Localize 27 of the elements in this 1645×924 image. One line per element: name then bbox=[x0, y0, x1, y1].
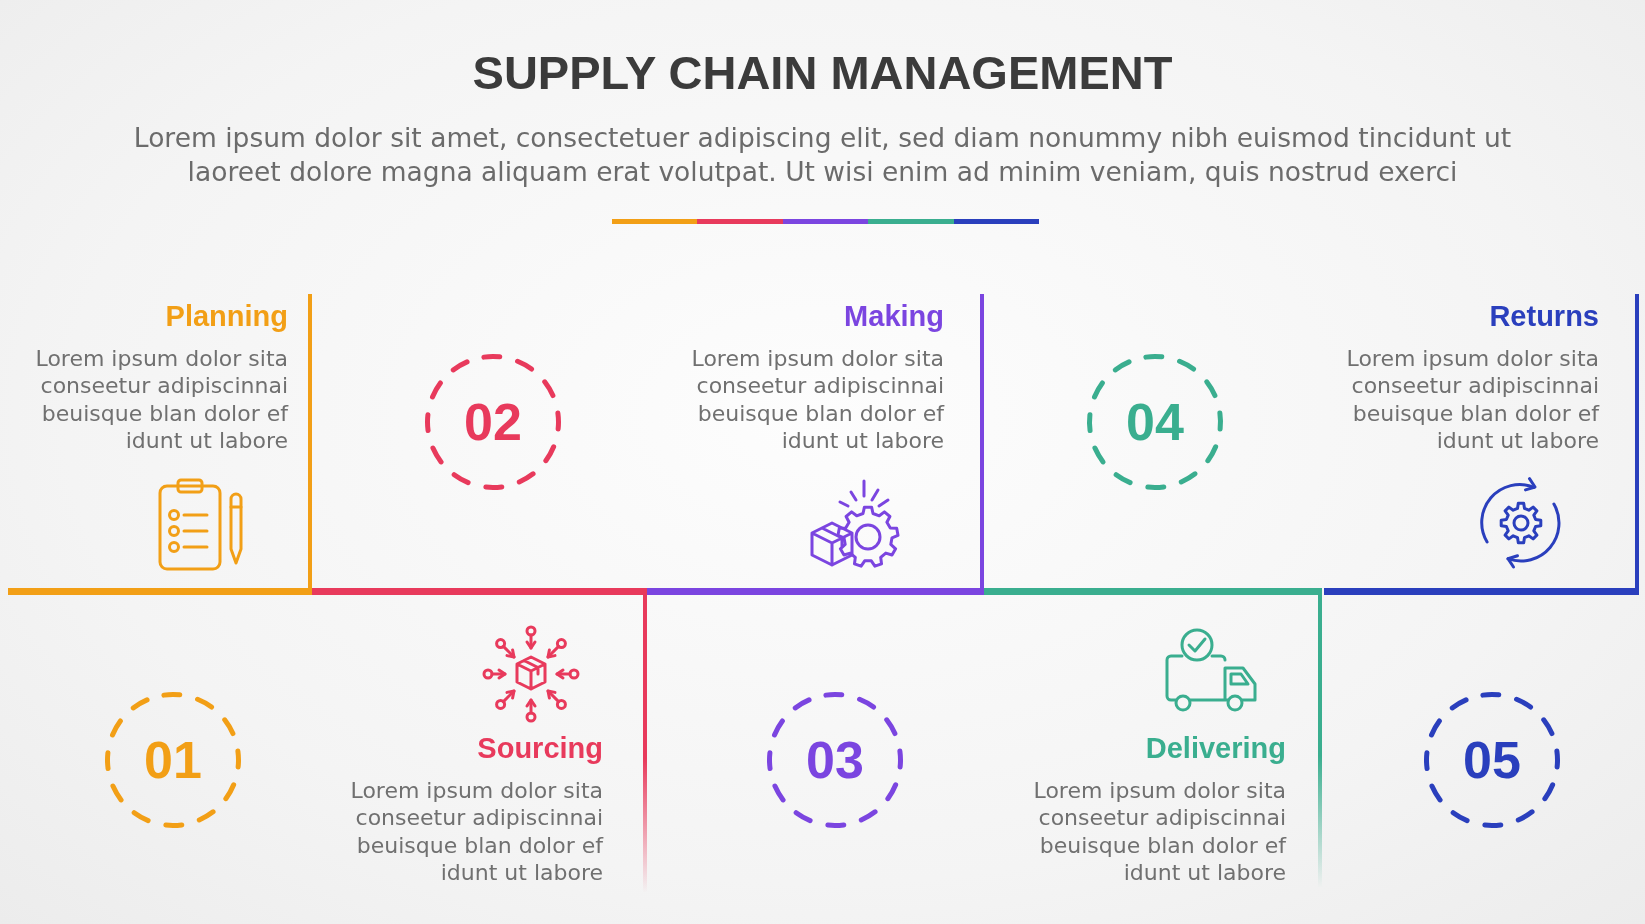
subtitle: Lorem ipsum dolor sit amet, consectetuer adipiscing elit, sed diam nonummy nibh euismod tincidunt ut laoreet dolore magna aliquam erat volutpat. Ut wisi enim ad minim veniam, quis nostrud exerci bbox=[132, 121, 1513, 189]
step-panel bbox=[647, 294, 984, 595]
step-heading: Returns bbox=[1489, 299, 1599, 333]
step-number-circle bbox=[765, 690, 905, 830]
step-panel bbox=[8, 294, 312, 595]
step-description: Lorem ipsum dolor sita conseetur adipiscinnai beuisque blan dolor ef idunt ut labore bbox=[690, 345, 944, 455]
step-number: 05 bbox=[1463, 734, 1521, 786]
step-description: Lorem ipsum dolor sita conseetur adipiscinnai beuisque blan dolor ef idunt ut labore bbox=[34, 345, 288, 455]
step-number: 01 bbox=[144, 734, 202, 786]
step-description: Lorem ipsum dolor sita conseetur adipiscinnai beuisque blan dolor ef idunt ut labore bbox=[1345, 345, 1599, 455]
step-description: Lorem ipsum dolor sita conseetur adipiscinnai beuisque blan dolor ef idunt ut labore bbox=[1032, 777, 1286, 887]
step-number: 04 bbox=[1126, 396, 1184, 448]
step-heading: Delivering bbox=[1145, 731, 1286, 765]
step-number: 02 bbox=[464, 396, 522, 448]
step-number-circle bbox=[423, 352, 563, 492]
step-panel bbox=[984, 588, 1322, 887]
title: SUPPLY CHAIN MANAGEMENT bbox=[472, 45, 1173, 101]
step-heading: Making bbox=[844, 299, 944, 333]
step-number: 03 bbox=[806, 734, 864, 786]
step-panel bbox=[1324, 294, 1639, 595]
step-panel bbox=[312, 588, 647, 892]
step-number-circle bbox=[1085, 352, 1225, 492]
step-heading: Sourcing bbox=[477, 731, 603, 765]
step-number-circle bbox=[1422, 690, 1562, 830]
step-heading: Planning bbox=[165, 299, 288, 333]
step-description: Lorem ipsum dolor sita conseetur adipiscinnai beuisque blan dolor ef idunt ut labore bbox=[349, 777, 603, 887]
step-number-circle bbox=[103, 690, 243, 830]
